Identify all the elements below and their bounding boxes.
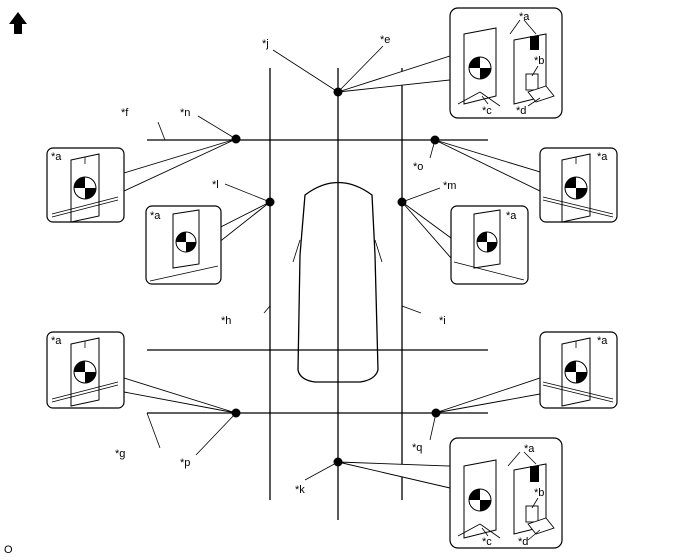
label-a-rear-left: *a: [51, 335, 62, 347]
label-a-front-center: *a: [519, 11, 530, 23]
callout-left-inner: [145, 205, 222, 285]
callout-front-center: [449, 7, 563, 119]
label-m: *m: [443, 180, 456, 192]
label-o: *o: [413, 161, 423, 173]
label-b-front-center: *b: [534, 55, 544, 67]
label-b-rear-center: *b: [534, 487, 544, 499]
label-d-rear-center: *d: [518, 536, 528, 548]
label-c-front-center: *c: [482, 105, 492, 117]
callout-front-right: [539, 147, 618, 223]
label-h: *h: [221, 315, 231, 327]
callout-labels: *j *e *f *n *l *m *o *h *i *g *p *q *k *…: [4, 11, 608, 556]
label-a-right-inner: *a: [506, 210, 517, 222]
label-j: *j: [262, 38, 269, 50]
callout-rear-right: [539, 331, 618, 409]
label-a-rear-center: *a: [524, 443, 535, 455]
label-n: *n: [180, 107, 190, 119]
label-q: *q: [412, 442, 422, 454]
layout-lines: [147, 68, 488, 520]
label-p: *p: [180, 457, 190, 469]
label-d-front-center: *d: [516, 105, 526, 117]
callout-rear-center: [449, 437, 563, 549]
figure-code: O: [4, 544, 13, 556]
vehicle-outline: [292, 182, 383, 383]
callout-right-inner: [450, 205, 529, 285]
label-a-front-left: *a: [51, 151, 62, 163]
label-i: *i: [439, 315, 446, 327]
callout-rear-left: [46, 331, 125, 409]
label-l: *l: [212, 179, 219, 191]
leader-lines: [146, 45, 441, 481]
label-k: *k: [295, 484, 305, 496]
label-c-rear-center: *c: [482, 536, 492, 548]
label-a-rear-right: *a: [597, 335, 608, 347]
label-a-left-inner: *a: [150, 210, 161, 222]
measuring-points: [231, 87, 441, 467]
label-e: *e: [380, 34, 390, 46]
label-a-front-right: *a: [597, 151, 608, 163]
up-arrow-icon: [9, 12, 27, 34]
label-f: *f: [121, 107, 129, 119]
label-g: *g: [115, 448, 125, 460]
callout-front-left: [46, 147, 125, 223]
